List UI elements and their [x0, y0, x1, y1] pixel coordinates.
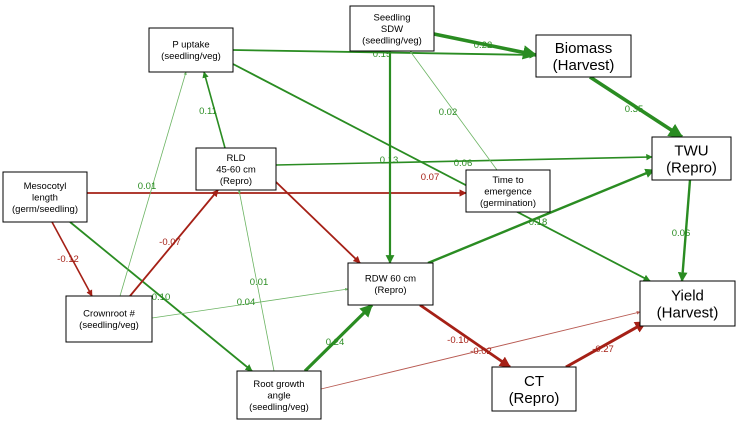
- node-label-line: TWU: [674, 142, 708, 159]
- node-label-line: Time to: [492, 175, 523, 186]
- node-box: [651, 136, 732, 181]
- node-twu: TWU(Repro): [651, 136, 732, 181]
- node-label-line: Crownroot #: [83, 309, 135, 320]
- node-box: [148, 27, 234, 73]
- node-label-line: (Repro): [220, 176, 252, 187]
- node-label-line: (germ/seedling): [12, 204, 78, 215]
- node-label-line: (seedling/veg): [79, 320, 139, 331]
- node-label-line: Root growth: [253, 379, 304, 390]
- node-label-line: RLD: [226, 153, 245, 164]
- edge-puptake-to-biomass: [232, 49, 537, 59]
- node-label-line: (Repro): [509, 390, 560, 407]
- edge-rld-to-twu: [275, 153, 653, 166]
- node-label-line: (Harvest): [553, 57, 615, 74]
- edge-label-rdw-to-ct: -0.10: [447, 335, 469, 346]
- node-label-line: Yield: [671, 287, 704, 304]
- edge-mesocotyl-to-root-angle: [69, 221, 253, 372]
- edge-rdw-to-ct: [419, 303, 511, 369]
- node-label-line: angle: [267, 390, 290, 401]
- edge-biomass-to-twu: [589, 75, 684, 139]
- edge-label-biomass-to-twu: 0.35: [625, 104, 644, 115]
- edge-label-crownroot-to-rld: -0.07: [159, 237, 181, 248]
- node-yield: Yield(Harvest): [639, 280, 736, 327]
- edge-seedling-sdw-to-biomass: [433, 32, 538, 60]
- edge-label-root-angle-to-yield: -0.02: [470, 346, 492, 357]
- edge-label-puptake-to-yield: 0.13: [380, 155, 399, 166]
- edge-label-time-emergence-to-seedling-sdw: 0.02: [439, 107, 458, 118]
- edge-twu-to-yield: [677, 179, 692, 282]
- edge-label-rld-to-puptake: 0.11: [199, 106, 217, 117]
- edge-label-root-angle-to-rdw: 0.24: [326, 337, 345, 348]
- node-box: [465, 169, 551, 213]
- node-label-line: emergence: [484, 186, 532, 197]
- node-label-line: Mesocotyl: [24, 181, 67, 192]
- node-label-line: Biomass: [555, 40, 613, 57]
- node-label-line: (Harvest): [657, 304, 719, 321]
- node-label-line: P uptake: [172, 40, 209, 51]
- node-label-line: SDW: [381, 24, 403, 35]
- edge-label-crownroot-to-puptake: 0.01: [138, 181, 157, 192]
- edge-crownroot-to-puptake: [119, 71, 187, 297]
- node-box: [236, 370, 322, 420]
- node-label-line: (seedling/veg): [362, 35, 422, 46]
- node-label-line: (Repro): [666, 159, 717, 176]
- edge-time-emergence-to-seedling-sdw: [409, 50, 498, 171]
- edge-label-seedling-sdw-to-biomass: 0.22: [474, 40, 493, 51]
- edge-label-mesocotyl-to-root-angle: 0.10: [152, 292, 171, 303]
- node-box: [639, 280, 736, 327]
- edge-label-crownroot-to-rdw: 0.04: [237, 297, 256, 308]
- node-ct: CT(Repro): [491, 366, 577, 412]
- edge-crownroot-to-rdw: [151, 287, 349, 319]
- edge-label-root-angle-to-rld: 0.01: [250, 277, 269, 288]
- edge-root-angle-to-yield: [320, 311, 641, 390]
- node-crownroot: Crownroot #(seedling/veg): [65, 295, 153, 343]
- node-label-line: length: [32, 192, 58, 203]
- node-label-line: RDW 60 cm: [365, 274, 416, 285]
- node-box: [2, 171, 88, 223]
- node-label-line: 45-60 cm: [216, 164, 256, 175]
- edge-mesocotyl-to-crownroot: [51, 221, 93, 297]
- node-biomass: Biomass(Harvest): [535, 34, 632, 78]
- edge-crownroot-to-rld: [129, 189, 219, 297]
- node-label-line: (germination): [480, 198, 536, 209]
- edge-rld-to-rdw: [275, 181, 361, 264]
- node-rdw: RDW 60 cm(Repro): [347, 262, 434, 306]
- edge-root-angle-to-rdw: [303, 303, 374, 373]
- node-label-line: (seedling/veg): [249, 402, 309, 413]
- edge-rdw-to-twu: [427, 168, 655, 265]
- edge-labels-layer: -0.12 0.07 0.10 -0.07 0.01 0.04 0.01 0.24 -0.02 0…: [57, 40, 690, 357]
- node-puptake: P uptake(seedling/veg): [148, 27, 234, 73]
- edge-puptake-to-yield: [232, 63, 651, 282]
- edge-label-twu-to-yield: 0.06: [672, 228, 691, 239]
- edges-layer: [51, 32, 692, 390]
- edge-rld-to-puptake: [202, 71, 226, 149]
- node-label-line: (Repro): [374, 285, 406, 296]
- edge-label-rdw-to-twu: 0.18: [529, 217, 548, 228]
- node-box: [535, 34, 632, 78]
- edge-label-mesocotyl-to-crownroot: -0.12: [57, 254, 79, 265]
- edge-label-seedling-sdw-to-rdw: 0.15: [373, 49, 392, 60]
- node-box: [491, 366, 577, 412]
- edge-label-rld-to-twu: 0.06: [454, 158, 473, 169]
- edge-label-ct-to-yield: -0.27: [592, 344, 614, 355]
- edge-ct-to-yield: [565, 320, 648, 369]
- node-box: [65, 295, 153, 343]
- node-box: [195, 147, 277, 191]
- edge-root-angle-to-rld: [237, 189, 275, 372]
- node-box: [349, 5, 435, 52]
- node-box: [347, 262, 434, 306]
- edge-label-mesocotyl-to-time-emergence: 0.07: [421, 172, 440, 183]
- node-label-line: CT: [524, 373, 544, 390]
- node-label-line: Seedling: [374, 12, 411, 23]
- node-label-line: (seedling/veg): [161, 51, 221, 62]
